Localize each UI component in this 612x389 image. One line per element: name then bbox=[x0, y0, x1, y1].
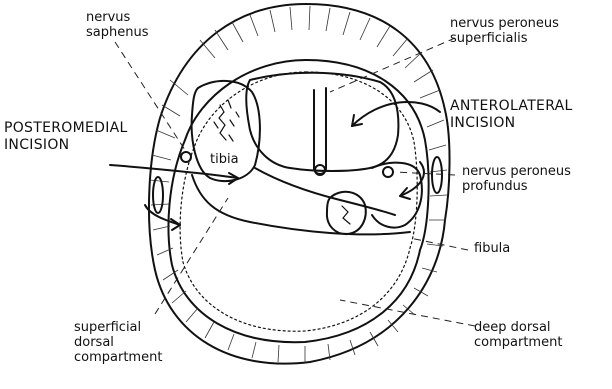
nerve-dot-saphenus bbox=[181, 152, 191, 162]
label-nervus-peroneus-profundus: nervus peroneus profundus bbox=[462, 164, 571, 194]
label-nervus-peroneus-superficialis: nervus peroneus superficialis bbox=[450, 16, 559, 46]
fibula-marrow bbox=[342, 206, 350, 224]
leader-deep-dorsal bbox=[340, 300, 475, 326]
label-deep-dorsal-compartment: deep dorsal compartment bbox=[474, 320, 562, 350]
inner-tissue-line bbox=[180, 72, 417, 331]
label-tibia: tibia bbox=[210, 152, 239, 167]
nerve-dot-profundus bbox=[383, 167, 393, 177]
leader-nervus-peroneus-profundus bbox=[395, 172, 455, 175]
label-fibula: fibula bbox=[474, 241, 510, 256]
leader-superficial-dorsal bbox=[155, 198, 228, 314]
label-superficial-dorsal-compartment: superficial dorsal compartment bbox=[74, 320, 162, 365]
skin-incision-right bbox=[432, 157, 442, 193]
anterior-compartment bbox=[246, 73, 398, 171]
skin-outline bbox=[149, 4, 450, 364]
label-posteromedial-incision: POSTEROMEDIAL INCISION bbox=[4, 120, 128, 154]
tibia-marrow bbox=[214, 100, 239, 141]
leader-fibula bbox=[410, 238, 468, 250]
skin-incision-left bbox=[153, 177, 163, 213]
interosseous-membrane bbox=[255, 168, 395, 215]
nervus-peroneus-superficialis-tube bbox=[314, 88, 326, 174]
transverse-septum bbox=[192, 175, 410, 234]
label-anterolateral-incision: ANTEROLATERAL INCISION bbox=[450, 98, 573, 132]
lateral-compartment bbox=[372, 163, 422, 228]
label-nervus-saphenus: nervus saphenus bbox=[86, 10, 148, 40]
